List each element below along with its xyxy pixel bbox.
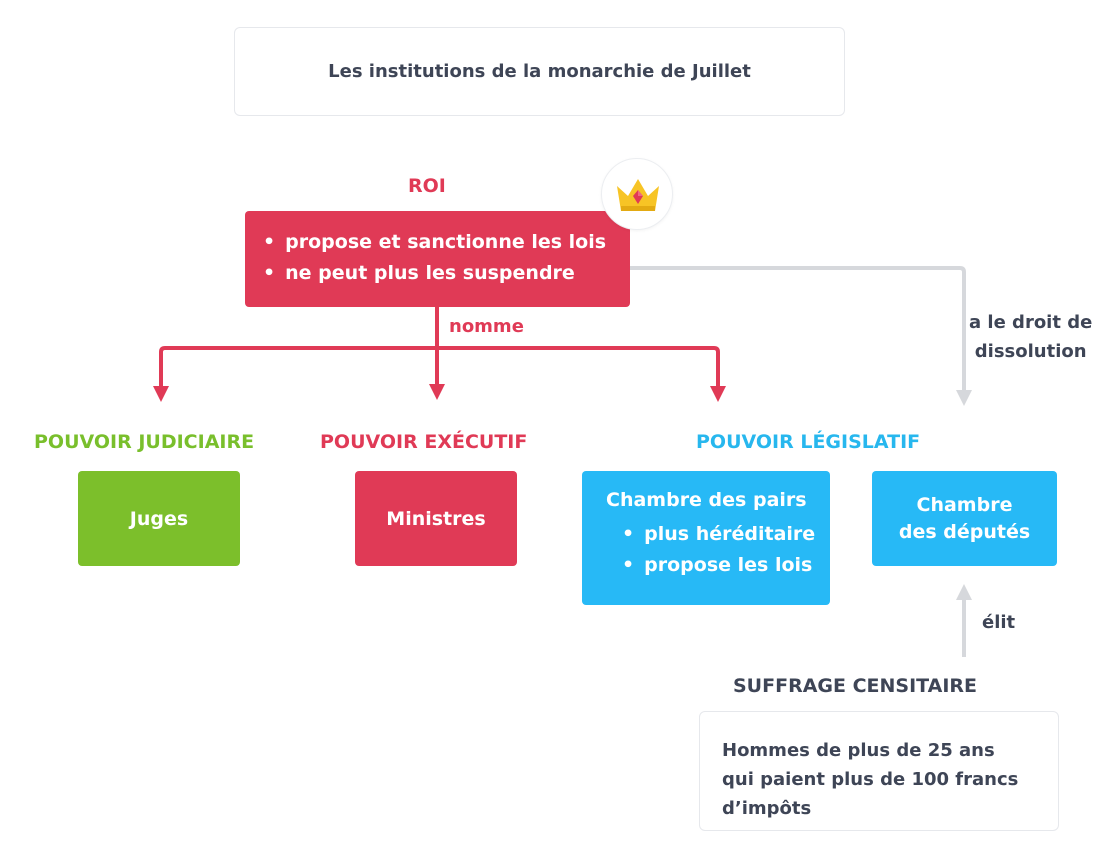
suffrage-line: Hommes de plus de 25 ans [722, 740, 995, 761]
roi-item: •propose et sanctionne les lois [263, 231, 607, 253]
nomme-label: nomme [449, 316, 524, 337]
roi-box: •propose et sanctionne les lois •ne peut… [245, 211, 630, 307]
executif-heading: POUVOIR EXÉCUTIF [320, 431, 528, 453]
judiciaire-heading: POUVOIR JUDICIAIRE [34, 431, 255, 453]
suffrage-line: d’impôts [722, 798, 812, 819]
dissolution-arrow [630, 266, 972, 406]
nomme-arrows [153, 307, 726, 402]
chambre-pairs-item: •plus héréditaire [622, 523, 816, 545]
crown-icon [617, 179, 659, 211]
chambre-pairs-list: •plus héréditaire •propose les lois [606, 519, 830, 581]
suffrage-line: qui paient plus de 100 francs [722, 769, 1019, 790]
legislatif-heading: POUVOIR LÉGISLATIF [696, 431, 921, 453]
diagram-title: Les institutions de la monarchie de Juil… [234, 27, 845, 116]
suffrage-heading: SUFFRAGE CENSITAIRE [733, 675, 978, 697]
suffrage-box: Hommes de plus de 25 ans qui paient plus… [699, 711, 1059, 831]
chambre-pairs-box: Chambre des pairs •plus héréditaire •pro… [582, 471, 830, 605]
chambre-pairs-title: Chambre des pairs [606, 489, 807, 511]
arrow-branches [159, 346, 720, 392]
roi-item: •ne peut plus les suspendre [263, 262, 575, 284]
diagram-title-text: Les institutions de la monarchie de Juil… [328, 61, 751, 82]
elit-label: élit [982, 612, 1016, 633]
roi-list: •propose et sanctionne les lois •ne peut… [263, 227, 630, 289]
dissolution-label: a le droit de dissolution [969, 312, 1093, 362]
ministres-box: Ministres [355, 471, 517, 566]
juges-box: Juges [78, 471, 240, 566]
crown-badge [601, 158, 673, 230]
roi-heading: ROI [408, 175, 446, 197]
chambre-pairs-item: •propose les lois [622, 554, 813, 576]
chambre-deputes-box: Chambre des députés [872, 471, 1057, 566]
